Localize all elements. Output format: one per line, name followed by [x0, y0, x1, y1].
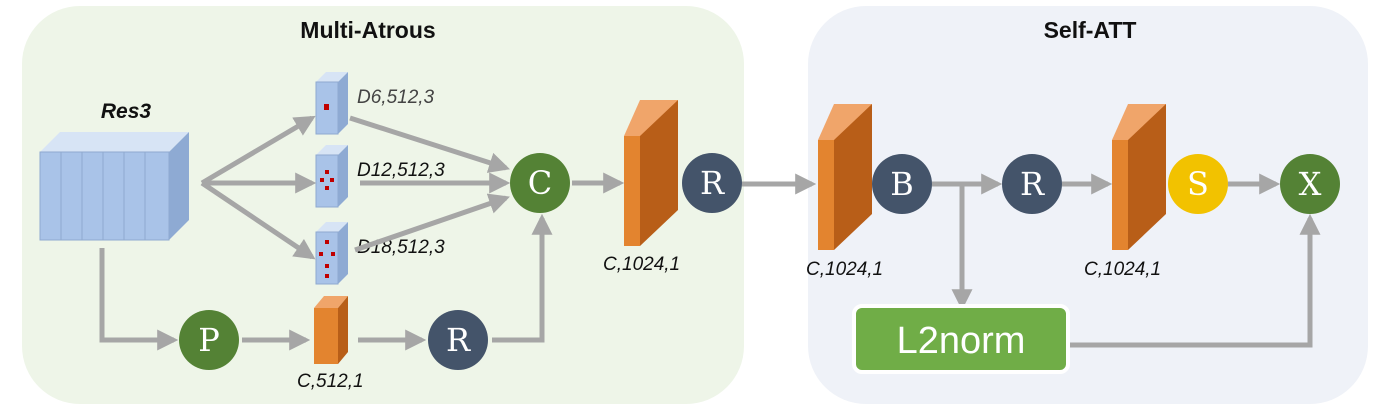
conv-att-2-label: C,1024,1: [1084, 259, 1161, 280]
connection-arrows: [99, 115, 1321, 351]
l2norm-box: L2norm: [852, 304, 1070, 374]
conv-main-label: C,1024,1: [603, 254, 680, 275]
atrous-filter-d6: [315, 72, 348, 135]
self-att-title: Self-ATT: [1044, 17, 1137, 43]
concat-text: C: [528, 164, 552, 202]
batchnorm-node: B: [872, 154, 932, 214]
relu-node-att: R: [1002, 154, 1062, 214]
conv-att-1-label: C,1024,1: [806, 259, 883, 280]
pool-conv-block: [314, 296, 348, 364]
softmax-text: S: [1187, 165, 1209, 203]
softmax-node: S: [1168, 154, 1228, 214]
multiply-node: X: [1280, 154, 1340, 214]
relu-att-text: R: [1020, 165, 1045, 203]
atrous-filter-d18: [315, 222, 348, 285]
multi-atrous-panel: [22, 6, 744, 404]
conv-block-main: [624, 100, 678, 246]
l2norm-text: L2norm: [897, 320, 1026, 362]
pool-text: P: [198, 321, 220, 359]
conv-block-att-1: [818, 104, 872, 250]
atrous-filter-d12: [315, 145, 348, 208]
pool-conv-label: C,512,1: [297, 371, 364, 392]
res3-label: Res3: [101, 100, 152, 123]
pool-node: P: [179, 310, 239, 370]
relu-node-main: R: [682, 153, 742, 213]
atrous-label-d6: D6,512,3: [357, 87, 435, 108]
batchnorm-text: B: [890, 165, 914, 203]
relu-pool-text: R: [446, 321, 471, 359]
res3-feature-stack: [39, 132, 189, 241]
atrous-label-d18: D18,512,3: [357, 237, 445, 258]
multiply-text: X: [1299, 165, 1322, 203]
multi-atrous-title: Multi-Atrous: [300, 17, 435, 43]
conv-block-att-2: [1112, 104, 1166, 250]
atrous-label-d12: D12,512,3: [357, 160, 445, 181]
relu-main-text: R: [700, 164, 725, 202]
concat-node: C: [510, 153, 570, 213]
relu-node-pool: R: [428, 310, 488, 370]
